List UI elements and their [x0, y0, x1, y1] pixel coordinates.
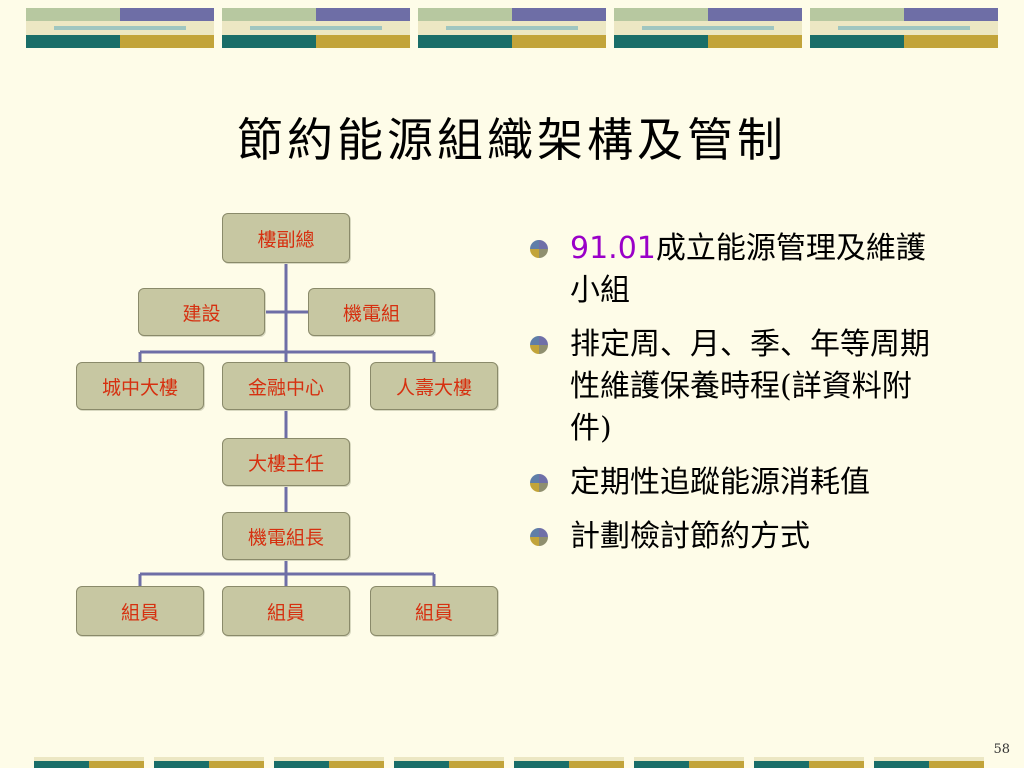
- org-node-mechanical: 機電組: [308, 288, 435, 336]
- bottom-decorative-band: [0, 757, 1024, 768]
- band-tile: [26, 8, 214, 48]
- page-number: 58: [993, 742, 1010, 757]
- bullet-text: 成立能源管理及維護小組: [570, 231, 926, 308]
- bullet-icon: [530, 240, 548, 258]
- bullet-text: 排定周、月、季、年等周期性維護保養時程(詳資料附件): [570, 327, 930, 446]
- bullet-item: 排定周、月、季、年等周期性維護保養時程(詳資料附件): [530, 324, 950, 450]
- bullet-list: 91.01成立能源管理及維護小組 排定周、月、季、年等周期性維護保養時程(詳資料…: [530, 228, 950, 570]
- bullet-icon: [530, 528, 548, 546]
- bullet-item: 91.01成立能源管理及維護小組: [530, 228, 950, 312]
- org-node-finance-center: 金融中心: [222, 362, 350, 410]
- band-tile: [754, 757, 864, 768]
- band-tile: [418, 8, 606, 48]
- band-tile: [34, 757, 144, 768]
- band-tile: [154, 757, 264, 768]
- bullet-highlight: 91.01: [570, 231, 656, 266]
- band-tile: [394, 757, 504, 768]
- bullet-icon: [530, 474, 548, 492]
- band-tile: [514, 757, 624, 768]
- bullet-icon: [530, 336, 548, 354]
- top-decorative-band: [0, 8, 1024, 48]
- org-node-top: 樓副總: [222, 213, 350, 263]
- bullet-item: 計劃檢討節約方式: [530, 516, 950, 558]
- org-node-member: 組員: [370, 586, 498, 636]
- slide-title: 節約能源組織架構及管制: [237, 113, 787, 167]
- band-tile: [810, 8, 998, 48]
- org-node-construction: 建設: [138, 288, 265, 336]
- bullet-item: 定期性追蹤能源消耗值: [530, 462, 950, 504]
- bullet-text: 定期性追蹤能源消耗值: [570, 465, 870, 500]
- bullet-text: 計劃檢討節約方式: [570, 519, 810, 554]
- org-node-member: 組員: [222, 586, 350, 636]
- band-tile: [222, 8, 410, 48]
- band-tile: [634, 757, 744, 768]
- org-node-chengzhong: 城中大樓: [76, 362, 204, 410]
- org-node-life-insurance: 人壽大樓: [370, 362, 498, 410]
- band-tile: [274, 757, 384, 768]
- org-node-member: 組員: [76, 586, 204, 636]
- band-tile: [874, 757, 984, 768]
- org-node-mechanical-chief: 機電組長: [222, 512, 350, 560]
- org-connectors: [138, 263, 436, 586]
- band-tile: [614, 8, 802, 48]
- org-node-building-director: 大樓主任: [222, 438, 350, 486]
- org-chart: 樓副總 建設 機電組 城中大樓 金融中心 人壽大樓 大樓主任 機電組長 組員 組…: [60, 200, 510, 660]
